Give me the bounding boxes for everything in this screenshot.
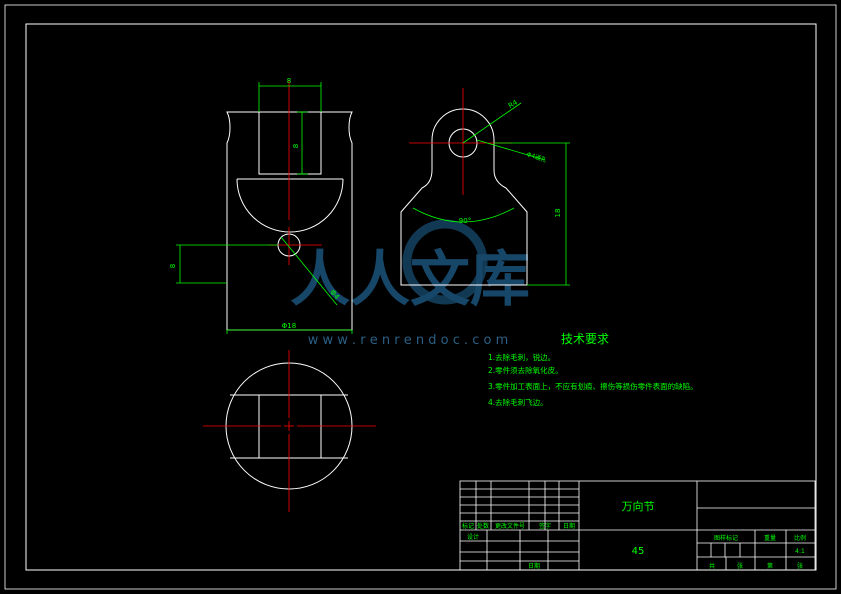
tech-requirement-2: 2.零件须去除氧化皮。 — [488, 365, 563, 375]
title-block-header-mark: 图样标记 — [714, 534, 738, 542]
title-block: 标记 处数 更改文件号 签字 日期 设计 日期 万向节 45 图样标记 重量 比… — [459, 480, 816, 571]
front-view-dimensions — [176, 82, 353, 334]
title-block-sheets-total: 共 — [709, 562, 715, 570]
watermark: 人人文库 w w w . r e n r e n d o c . c o m — [290, 219, 530, 348]
side-dim-radius: R4 — [507, 98, 520, 110]
watermark-logo-icon — [402, 219, 488, 305]
top-view-centerlines — [203, 350, 376, 512]
front-dim-hole-height: 8 — [169, 264, 177, 268]
title-block-label-count: 处数 — [477, 522, 489, 530]
front-view: 8 8 8 Φ18 Φ4 — [169, 77, 353, 334]
tech-requirement-1: 1.去除毛刺，锐边。 — [488, 352, 555, 362]
tech-requirements: 技术要求 1.去除毛刺，锐边。 2.零件须去除氧化皮。 3.零件加工表面上，不应… — [488, 332, 698, 407]
watermark-text: 人人文库 — [290, 245, 530, 315]
title-block-sheets-unit2: 张 — [797, 562, 803, 570]
front-dim-slot-depth: 8 — [292, 144, 300, 148]
side-view-dimensions — [412, 102, 570, 286]
title-block-header-weight: 重量 — [764, 534, 776, 542]
title-block-label-mark: 标记 — [462, 522, 474, 530]
title-block-header-scale: 比例 — [794, 534, 806, 542]
tech-requirement-4: 4.去除毛刺飞边。 — [488, 397, 548, 407]
title-block-sheet-no: 第 — [767, 562, 773, 570]
top-view — [203, 350, 376, 512]
watermark-url: w w w . r e n r e n d o c . c o m — [308, 333, 509, 348]
title-block-label-change-doc: 更改文件号 — [495, 522, 525, 530]
front-dim-top-width: 8 — [287, 77, 291, 85]
title-block-label-sign: 签字 — [539, 522, 551, 530]
drawing-material: 45 — [632, 546, 645, 557]
title-block-sheets-unit1: 张 — [737, 562, 743, 570]
drawing-title: 万向节 — [622, 499, 655, 513]
title-block-label-design: 设计 — [467, 533, 479, 541]
side-dim-height: 18 — [554, 209, 562, 218]
side-dim-angle: 90° — [459, 217, 471, 225]
title-block-label-date2: 日期 — [528, 562, 540, 570]
title-block-label-date: 日期 — [563, 522, 575, 530]
tech-requirements-heading: 技术要求 — [561, 332, 609, 346]
drawing-scale: 4:1 — [795, 548, 805, 555]
sheet-border — [4, 4, 837, 590]
front-dim-overall-width: Φ18 — [282, 322, 296, 330]
tech-requirement-3: 3.零件加工表面上，不应有划痕、擦伤等损伤零件表面的缺陷。 — [488, 381, 698, 391]
